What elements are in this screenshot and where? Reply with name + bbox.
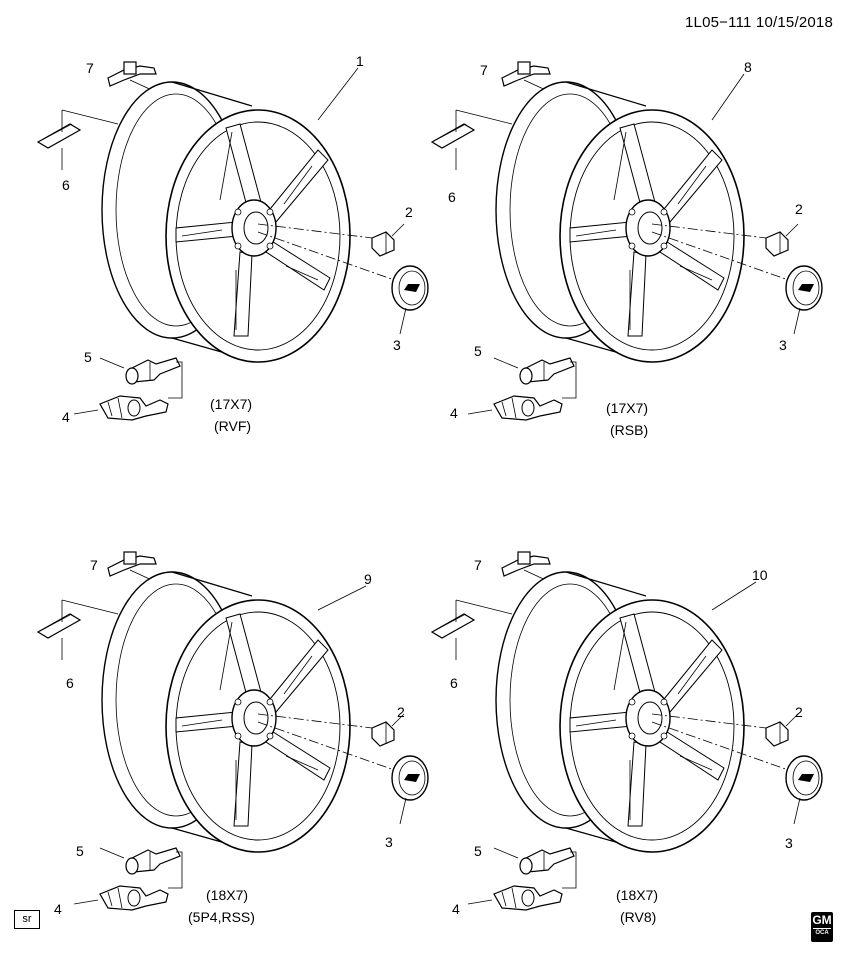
wheel-panel-rsb: 8 2 3 4 5 6 7 (17X7) (RSB)	[431, 59, 823, 438]
callout-wheel: 8	[744, 59, 752, 75]
callout-6: 6	[448, 189, 456, 205]
wheel-code-label: (5P4,RSS)	[188, 909, 255, 925]
wheel-panel-rv8: 10 2 3 4 5 6 7 (18X7) (RV8)	[431, 551, 823, 925]
callout-2: 2	[397, 704, 405, 720]
gm-logo: GM OCA	[811, 912, 833, 942]
callout-2: 2	[405, 204, 413, 220]
callout-7: 7	[90, 557, 98, 573]
callout-2: 2	[795, 201, 803, 217]
wheel-assembly-drawing	[37, 551, 429, 911]
callout-4: 4	[62, 409, 70, 425]
callout-3: 3	[779, 337, 787, 353]
callout-7: 7	[474, 557, 482, 573]
document-id: 1L05−111 10/15/2018	[685, 14, 833, 31]
wheel-code-label: (RSB)	[610, 422, 648, 438]
wheel-code-label: (RV8)	[620, 909, 656, 925]
callout-4: 4	[450, 405, 458, 421]
wheel-assembly-drawing	[431, 61, 823, 421]
callout-6: 6	[62, 177, 70, 193]
callout-7: 7	[86, 60, 94, 76]
sr-tag: sr	[14, 910, 40, 929]
callout-5: 5	[474, 843, 482, 859]
callout-4: 4	[54, 901, 62, 917]
callout-4: 4	[452, 901, 460, 917]
callout-3: 3	[393, 337, 401, 353]
callout-3: 3	[385, 834, 393, 850]
callout-5: 5	[474, 343, 482, 359]
wheel-panel-rvf: 1 2 3 4 5 6 7 (17X7) (RVF)	[37, 53, 429, 434]
wheel-size-label: (17X7)	[210, 396, 252, 412]
wheel-code-label: (RVF)	[214, 418, 251, 434]
callout-wheel: 1	[356, 53, 364, 69]
wheel-assembly-drawing	[431, 551, 823, 911]
callout-5: 5	[84, 349, 92, 365]
wheel-size-label: (18X7)	[616, 887, 658, 903]
callout-6: 6	[450, 675, 458, 691]
callout-5: 5	[76, 843, 84, 859]
gm-logo-subtext: OCA	[813, 928, 831, 937]
gm-logo-text: GM	[812, 913, 832, 927]
callout-2: 2	[795, 704, 803, 720]
wheel-assembly-drawing	[37, 61, 429, 421]
callout-7: 7	[480, 62, 488, 78]
callout-wheel: 10	[752, 567, 768, 583]
wheel-size-label: (17X7)	[606, 400, 648, 416]
callout-3: 3	[785, 835, 793, 851]
wheel-size-label: (18X7)	[206, 887, 248, 903]
callout-wheel: 9	[364, 571, 372, 587]
wheel-panel-rss: 9 2 3 4 5 6 7 (18X7) (5P4,RSS)	[37, 551, 429, 925]
callout-6: 6	[66, 675, 74, 691]
